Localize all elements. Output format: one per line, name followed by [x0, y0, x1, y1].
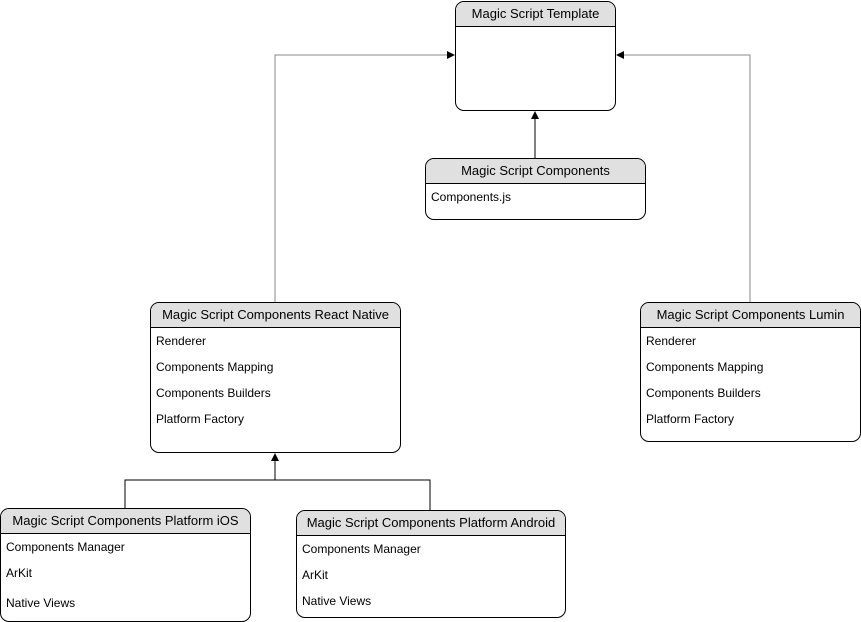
lumin-item-components-builders: Components Builders [646, 386, 761, 400]
components-box-item: Components.js [431, 190, 512, 204]
components-box-title: Magic Script Components [426, 159, 645, 184]
lumin-box-title: Magic Script Components Lumin [641, 303, 860, 328]
lumin-item-platform-factory: Platform Factory [646, 412, 735, 426]
components-box: Magic Script Components Components.js [425, 158, 646, 220]
react-native-item-components-builders: Components Builders [156, 386, 271, 400]
template-box: Magic Script Template [455, 1, 616, 111]
connector-lumin-to-template [616, 51, 751, 302]
android-box-title: Magic Script Components Platform Android [297, 511, 565, 536]
connector-ios-to-react-native [124, 479, 275, 508]
lumin-item-components-mapping: Components Mapping [646, 360, 764, 374]
ios-item-arkit: ArKit [6, 566, 33, 580]
android-box: Magic Script Components Platform Android… [296, 510, 566, 618]
lumin-item-renderer: Renderer [646, 334, 697, 348]
ios-box: Magic Script Components Platform iOS Com… [0, 508, 251, 622]
android-item-native-views: Native Views [302, 594, 372, 608]
connector-android-to-react-native [275, 479, 431, 510]
connector-react-native-to-template [274, 51, 455, 302]
android-item-arkit: ArKit [302, 568, 329, 582]
android-item-components-manager: Components Manager [302, 542, 421, 556]
ios-item-native-views: Native Views [6, 596, 76, 610]
react-native-box: Magic Script Components React Native Ren… [150, 302, 401, 453]
ios-item-components-manager: Components Manager [6, 540, 125, 554]
ios-box-title: Magic Script Components Platform iOS [1, 509, 250, 534]
react-native-item-platform-factory: Platform Factory [156, 412, 245, 426]
lumin-box: Magic Script Components Lumin Renderer C… [640, 302, 861, 442]
react-native-item-renderer: Renderer [156, 334, 207, 348]
react-native-box-title: Magic Script Components React Native [151, 303, 400, 328]
react-native-item-components-mapping: Components Mapping [156, 360, 274, 374]
template-box-title: Magic Script Template [456, 2, 615, 27]
